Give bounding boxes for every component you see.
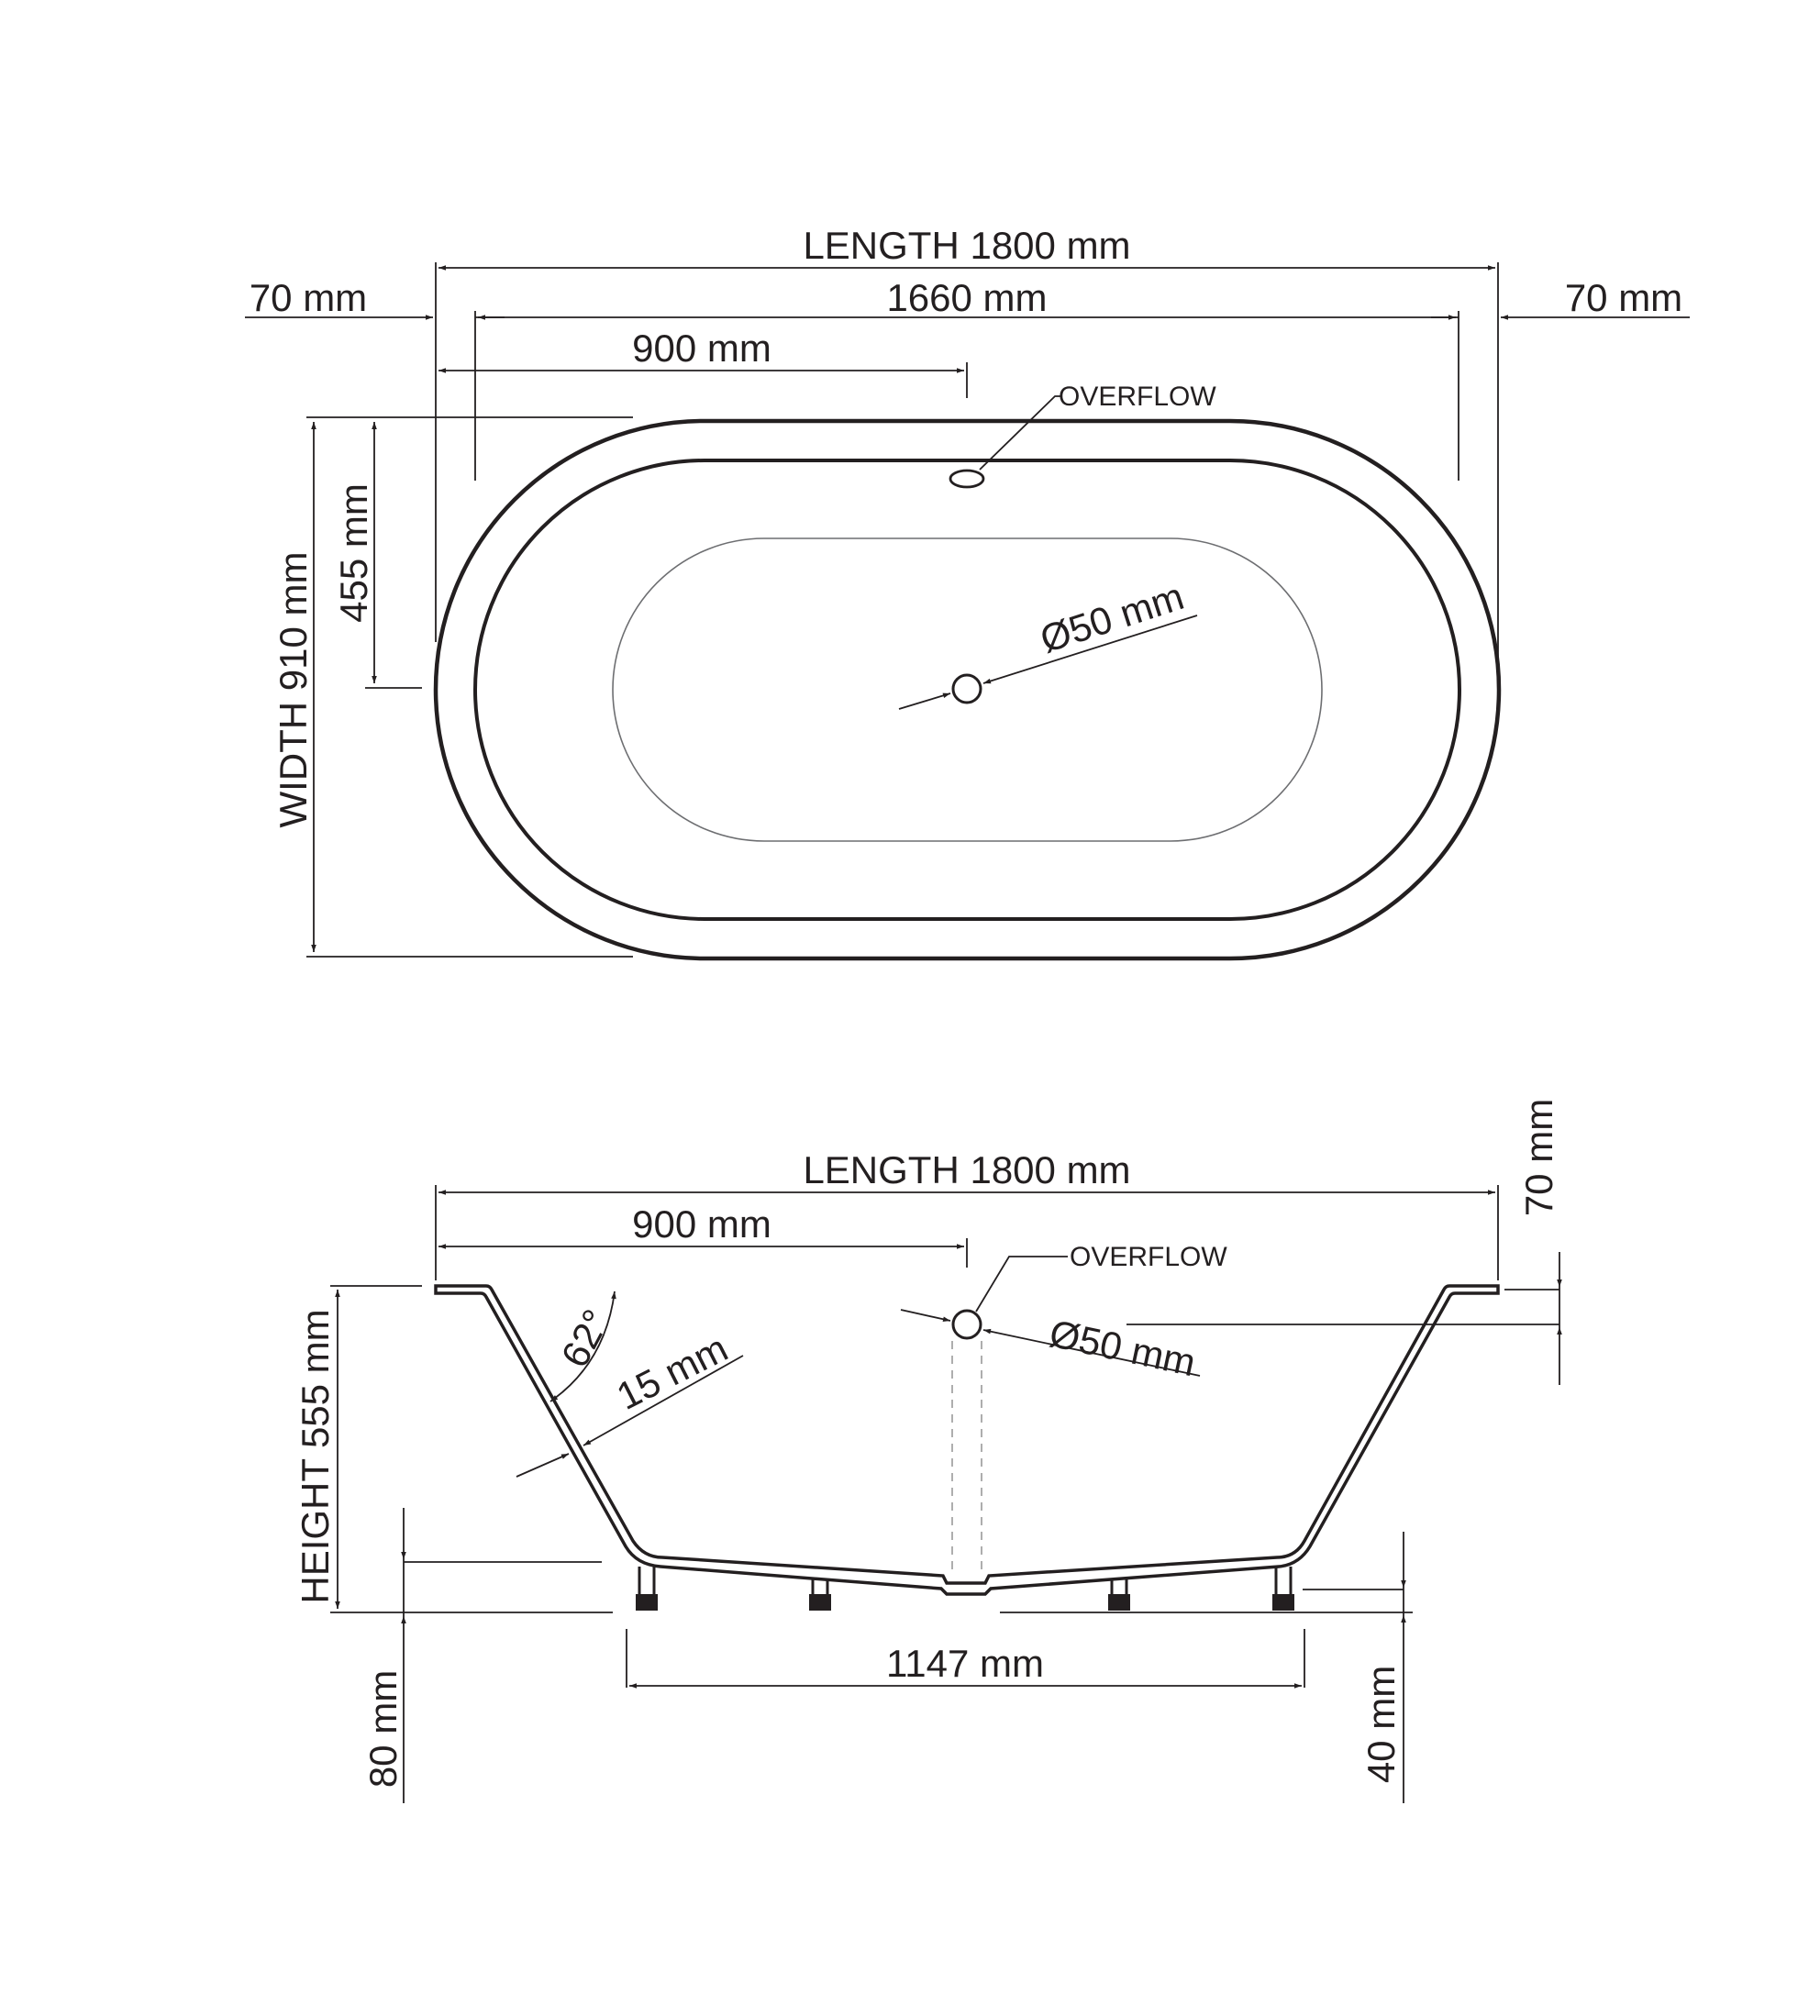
top-inner-length-label: 1660 mm	[886, 276, 1047, 319]
side-overflow-dia-right	[982, 1328, 1201, 1377]
top-drain-leader-right	[982, 615, 1198, 684]
side-height-label: HEIGHT 555 mm	[294, 1309, 337, 1603]
side-view: LENGTH 1800 mm 900 mm OVERFLOW Ø50 mm 70…	[294, 1099, 1562, 1803]
side-foot-3	[1108, 1579, 1130, 1611]
top-outer-rim	[433, 418, 1502, 961]
side-foot-span-label: 1147 mm	[886, 1642, 1044, 1685]
side-overflow-dia-left	[900, 1309, 951, 1322]
top-half-width-label: 455 mm	[332, 483, 375, 623]
side-tub-profile	[434, 1284, 1500, 1596]
side-angle-label: 62°	[552, 1302, 617, 1374]
side-length-label: LENGTH 1800 mm	[803, 1148, 1130, 1191]
side-foot-1	[636, 1567, 658, 1611]
side-center-offset-label: 900 mm	[632, 1202, 771, 1246]
side-clearance-label: 80 mm	[361, 1670, 405, 1788]
top-length-label: LENGTH 1800 mm	[803, 224, 1130, 267]
side-rim-overflow-label: 70 mm	[1517, 1099, 1560, 1216]
side-wall-thickness-left	[516, 1453, 570, 1478]
top-width-label: WIDTH 910 mm	[272, 551, 315, 827]
top-left-margin-label: 70 mm	[250, 276, 367, 319]
side-wall-thickness-label: 15 mm	[610, 1326, 735, 1418]
side-overflow-label: OVERFLOW	[1070, 1242, 1227, 1272]
top-drain-hole	[951, 673, 982, 704]
top-drain-label: Ø50 mm	[1035, 574, 1189, 660]
side-overflow-hole	[951, 1309, 982, 1340]
top-center-offset-label: 900 mm	[632, 327, 771, 370]
top-right-margin-label: 70 mm	[1565, 276, 1682, 319]
top-inner-rim	[473, 459, 1461, 921]
side-wall-thickness-right	[583, 1355, 744, 1446]
side-foot-height-label: 40 mm	[1359, 1666, 1403, 1783]
top-overflow-label: OVERFLOW	[1059, 382, 1216, 412]
side-foot-2	[809, 1579, 831, 1611]
top-overflow-leader	[979, 395, 1060, 471]
side-overflow-diameter-label: Ø50 mm	[1046, 1312, 1199, 1384]
side-angle-arc	[549, 1290, 616, 1402]
top-basin-floor	[612, 537, 1323, 842]
top-overflow-hole	[949, 469, 985, 489]
side-foot-4	[1272, 1567, 1294, 1611]
side-overflow-leader	[975, 1256, 1068, 1313]
top-drain-leader-left	[898, 692, 951, 710]
top-view: LENGTH 1800 mm 70 mm 70 mm 1660 mm 900 m…	[245, 224, 1690, 961]
